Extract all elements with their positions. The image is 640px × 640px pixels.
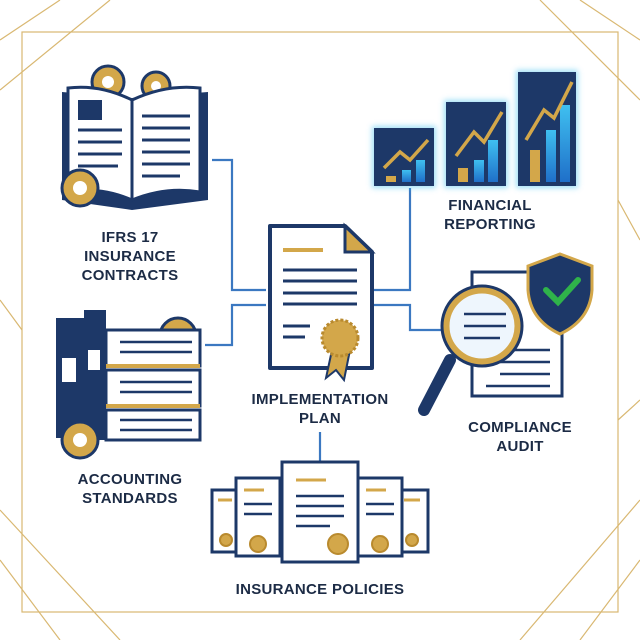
label-implementation-plan-line2: PLAN <box>298 410 342 427</box>
label-ifrs17-line2: INSURANCE CONTRACTS <box>81 248 179 284</box>
connector-reporting <box>372 188 412 292</box>
label-implementation-plan-line1: IMPLEMENTATION <box>251 391 389 408</box>
connectors <box>205 158 442 462</box>
label-accounting-standards-line2: STANDARDS <box>82 490 178 507</box>
connector-compliance <box>372 303 442 332</box>
label-compliance-audit: COMPLIANCE AUDIT <box>450 418 590 456</box>
connector-accounting <box>205 303 266 347</box>
label-insurance-policies-text: INSURANCE POLICIES <box>235 581 405 598</box>
label-ifrs17: IFRS 17 INSURANCE CONTRACTS <box>50 228 210 285</box>
label-compliance-audit-line1: COMPLIANCE <box>468 419 572 436</box>
label-financial-reporting-line1: FINANCIAL <box>448 197 532 214</box>
certificate-document-icon <box>268 222 376 383</box>
label-accounting-standards: ACCOUNTING STANDARDS <box>50 470 210 508</box>
label-compliance-audit-line2: AUDIT <box>496 438 544 455</box>
growth-charts-icon <box>372 70 578 188</box>
label-ifrs17-line1: IFRS 17 <box>101 229 159 246</box>
magnifier-shield-check-icon <box>418 252 594 416</box>
label-financial-reporting: FINANCIAL REPORTING <box>420 196 560 234</box>
label-implementation-plan: IMPLEMENTATION PLAN <box>230 390 410 428</box>
label-accounting-standards-line1: ACCOUNTING <box>77 471 183 488</box>
connector-ifrs17 <box>212 158 266 292</box>
binders-with-gears-icon <box>56 310 202 460</box>
open-book-with-gears-icon <box>60 64 208 210</box>
policy-documents-icon <box>210 460 430 564</box>
label-insurance-policies: INSURANCE POLICIES <box>200 580 440 599</box>
label-financial-reporting-line2: REPORTING <box>444 216 536 233</box>
